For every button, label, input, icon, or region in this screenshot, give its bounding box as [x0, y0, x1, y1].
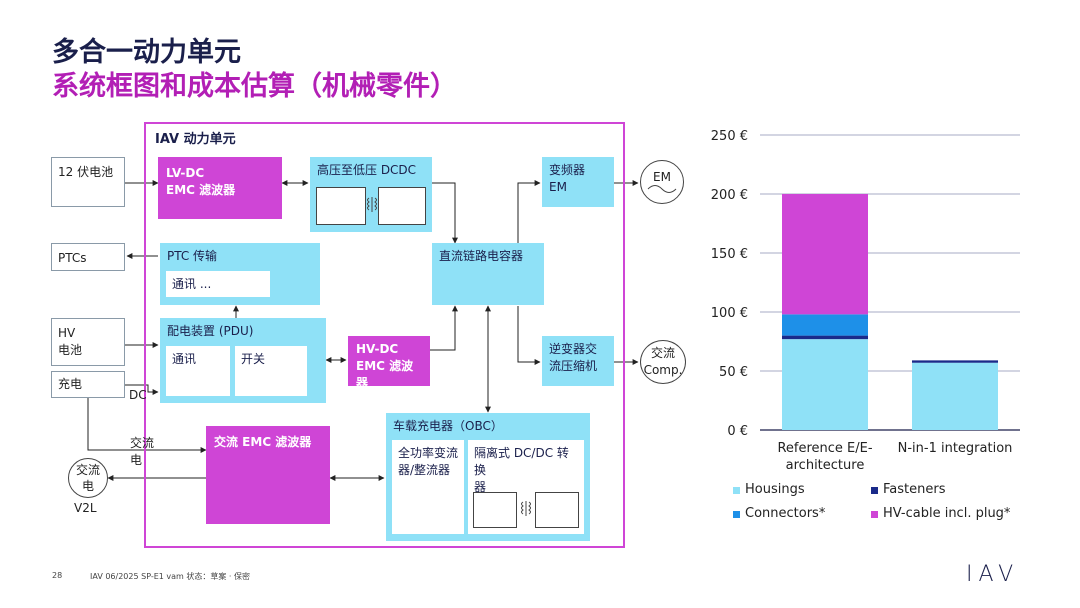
y-tick-label: 200 € [711, 188, 748, 203]
obc-dcdc-label: 隔离式 DC/DC 转换 器 [474, 446, 569, 494]
page-number: 28 [52, 571, 63, 580]
pdu-comm-label: 通讯 [172, 352, 197, 366]
ac-emc-label: 交流 EMC 滤波器 [214, 435, 312, 449]
sine-wave-icon [647, 185, 677, 193]
iav-logo: IAV [966, 562, 1020, 587]
hv-battery-label: HV 电池 [58, 326, 83, 357]
ptc-comm-label: 通讯 ... [172, 277, 212, 291]
bar-segment [912, 360, 998, 363]
inverter-em-label: 变频器 EM [549, 163, 586, 194]
y-tick-label: 150 € [711, 247, 748, 262]
dc-link-capacitor: 直流链路电容器 [432, 243, 544, 305]
lvdc-emc-filter: LV-DC EMC 滤波器 [158, 157, 282, 219]
category-label: architecture [786, 458, 865, 473]
transformer-icon [367, 197, 377, 212]
category-label: Reference E/E- [777, 441, 872, 456]
iav-unit-label: IAV 动力单元 [155, 132, 236, 147]
v2l-circle-label: 交流 电 [75, 463, 100, 493]
legend-swatch [871, 511, 878, 518]
ac-label: 交流 电 [130, 436, 155, 467]
legend-label: HV-cable incl. plug* [883, 506, 1011, 521]
footer-meta: IAV 06/2025 SP-E1 vam 状态：草案 · 保密 [90, 572, 251, 581]
lvdc-emc-label: LV-DC EMC 滤波器 [166, 166, 236, 197]
dcdc-chip-right [378, 187, 426, 225]
obc-chip-left [473, 492, 517, 528]
legend-swatch [871, 487, 878, 494]
legend-label: Fasteners [883, 482, 946, 497]
bar-segment [782, 314, 868, 336]
iav-unit-frame [144, 122, 625, 548]
em-label: EM [653, 170, 671, 184]
compressor-inverter-label: 逆变器交 流压缩机 [549, 342, 598, 373]
y-tick-label: 0 € [727, 424, 748, 439]
charging-box: 充电 [51, 371, 125, 398]
obc-label: 车载充电器（OBC） [393, 419, 503, 433]
em-motor-circle: EM [640, 160, 684, 204]
pdu-label: 配电装置 (PDU) [167, 324, 254, 338]
hvdc-emc-label: HV-DC EMC 滤波器 [356, 342, 414, 390]
chart-legend: Housings Fasteners Connectors* HV-cable … [733, 482, 1053, 526]
slide-title: 多合一动力单元 [52, 37, 241, 68]
obc-transformer-icon [521, 501, 531, 516]
pdu-switch: 开关 [235, 346, 307, 396]
pdu-comm: 通讯 [166, 346, 230, 396]
dcdc-label: 高压至低压 DCDC [317, 163, 417, 177]
category-label: N-in-1 integration [898, 441, 1013, 456]
y-tick-label: 100 € [711, 306, 748, 321]
obc-pfc: 全功率变流 器/整流器 [392, 440, 464, 534]
dcdc-chip-left [316, 187, 366, 225]
dc-label: DC [129, 388, 147, 402]
battery-12v-label: 12 伏电池 [58, 165, 114, 179]
dc-link-label: 直流链路电容器 [439, 249, 524, 263]
bar-segment [782, 339, 868, 430]
v2l-ac-circle: 交流 电 [68, 458, 108, 498]
inverter-em: 变频器 EM [542, 157, 614, 207]
y-tick-label: 250 € [711, 129, 748, 144]
pdu-switch-label: 开关 [241, 352, 266, 366]
bar-segment [912, 362, 998, 430]
ac-emc-filter: 交流 EMC 滤波器 [206, 426, 330, 524]
ac-compressor-circle: 交流 Comp. [640, 340, 686, 384]
hv-battery-box: HV 电池 [51, 318, 125, 366]
ptcs-label: PTCs [58, 251, 87, 265]
legend-label: Connectors* [745, 506, 826, 521]
hvdc-emc-filter: HV-DC EMC 滤波器 [348, 336, 430, 390]
legend-label: Housings [745, 482, 805, 497]
legend-swatch [733, 487, 740, 494]
obc-pfc-label: 全功率变流 器/整流器 [398, 446, 459, 477]
cost-chart: 0 € 50 € 100 € 150 € 200 € 250 € Reference E/E… [711, 129, 1020, 473]
bar-segment [782, 194, 868, 315]
v2l-label: V2L [74, 501, 97, 515]
bar-segment [782, 335, 868, 340]
ptc-comm: 通讯 ... [166, 271, 270, 297]
obc-chip-right [535, 492, 579, 528]
ac-comp-label: 交流 Comp. [643, 346, 683, 377]
legend-swatch [733, 511, 740, 518]
slide-subtitle: 系统框图和成本估算（机械零件） [52, 71, 457, 102]
compressor-inverter: 逆变器交 流压缩机 [542, 336, 614, 386]
y-tick-label: 50 € [719, 365, 748, 380]
ptcs-box: PTCs [51, 243, 125, 271]
ptc-transfer-label: PTC 传输 [167, 249, 218, 263]
battery-12v-box: 12 伏电池 [51, 157, 125, 207]
charging-label: 充电 [58, 377, 83, 391]
